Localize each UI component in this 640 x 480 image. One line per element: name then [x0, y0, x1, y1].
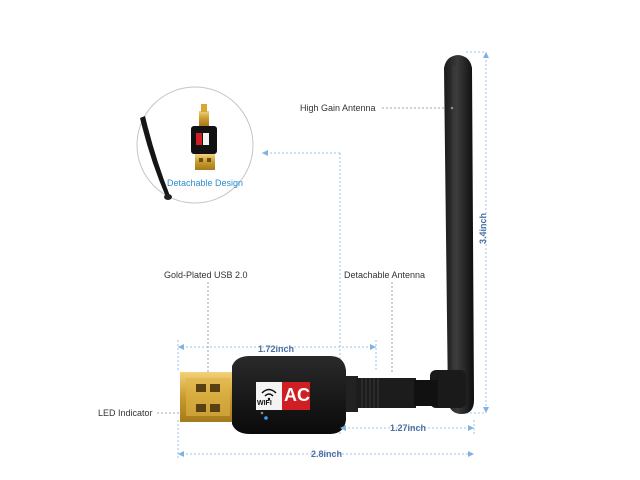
dimension-antenna-base: 1.27inch: [390, 423, 427, 433]
arrow-heads: [178, 52, 489, 457]
sma-connector: [338, 376, 438, 412]
label-detachable-design: Detachable Design: [167, 178, 244, 188]
led-dot: [264, 416, 268, 420]
dimension-body-width: 1.72inch: [258, 344, 295, 354]
dimension-total-length: 2.8inch: [311, 449, 343, 459]
label-led-indicator: LED Indicator: [98, 408, 153, 418]
wifi-badge-text: WIFI: [257, 400, 272, 407]
main-antenna: [430, 55, 474, 414]
inset-antenna: [140, 116, 170, 197]
label-gold-plated-usb: Gold-Plated USB 2.0: [164, 270, 248, 280]
wifi-badge: [256, 382, 282, 410]
usb-plug: [180, 372, 236, 422]
ac-badge-text: AC: [284, 385, 310, 405]
dimension-antenna-height: 3.4inch: [478, 212, 488, 244]
label-detachable-antenna: Detachable Antenna: [344, 270, 426, 280]
ac-badge: [282, 382, 310, 410]
label-high-gain-antenna: High Gain Antenna: [300, 103, 376, 113]
dongle-body: [232, 356, 346, 434]
detachable-design-inset: [136, 86, 254, 204]
